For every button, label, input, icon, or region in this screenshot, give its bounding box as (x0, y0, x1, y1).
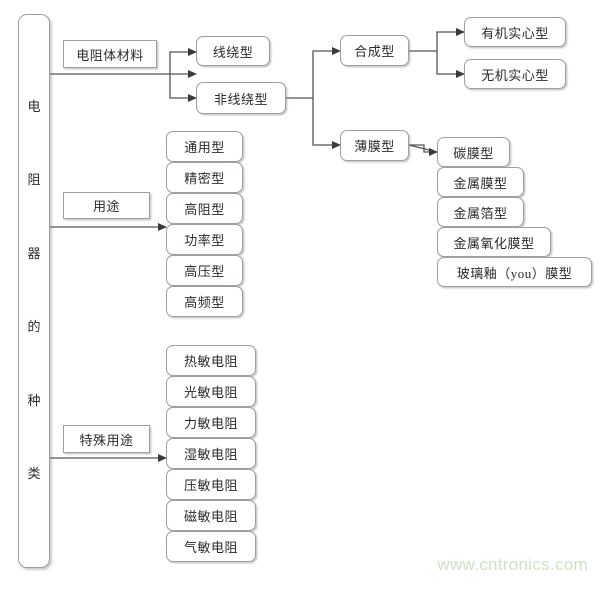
node-synthetic-label: 合成型 (354, 44, 395, 59)
node-high-voltage[interactable]: 高压型 (166, 255, 243, 286)
node-general-purpose[interactable]: 通用型 (166, 131, 243, 162)
node-glass-glaze-film[interactable]: 玻璃釉（you）膜型 (437, 257, 592, 287)
node-glass-glaze-film-label: 玻璃釉（you）膜型 (456, 265, 573, 281)
node-metal-oxide-film[interactable]: 金属氧化膜型 (437, 227, 551, 257)
node-humidity-sensitive-resistor[interactable]: 湿敏电阻 (166, 438, 256, 469)
node-non-wirewound[interactable]: 非线绕型 (196, 82, 286, 114)
node-wirewound-label: 线绕型 (212, 44, 254, 60)
node-organic-solid-label: 有机实心型 (481, 25, 549, 41)
branch-material[interactable]: 电阻体材料 (63, 40, 157, 68)
node-high-frequency-label: 高频型 (184, 295, 225, 310)
node-precision-label: 精密型 (184, 171, 225, 186)
node-film-label: 薄膜型 (354, 139, 395, 154)
node-metal-film[interactable]: 金属膜型 (437, 167, 524, 197)
node-gas-sensitive-resistor-label: 气敏电阻 (183, 540, 238, 555)
node-humidity-sensitive-resistor-label: 湿敏电阻 (183, 447, 238, 462)
watermark: www.cntronics.com (437, 555, 588, 574)
node-photoresistor[interactable]: 光敏电阻 (166, 376, 256, 407)
node-magneto-resistor[interactable]: 磁敏电阻 (166, 500, 256, 531)
node-general-purpose-label: 通用型 (184, 140, 225, 155)
node-high-voltage-label: 高压型 (184, 264, 225, 279)
node-metal-film-label: 金属膜型 (453, 175, 508, 191)
node-film[interactable]: 薄膜型 (340, 130, 409, 161)
node-magneto-resistor-label: 磁敏电阻 (183, 509, 238, 524)
branch-usage[interactable]: 用途 (63, 192, 150, 219)
branch-material-label: 电阻体材料 (76, 47, 144, 63)
node-varistor-label: 压敏电阻 (183, 478, 238, 493)
node-gas-sensitive-resistor[interactable]: 气敏电阻 (166, 531, 256, 562)
node-varistor[interactable]: 压敏电阻 (166, 469, 256, 500)
node-power-label: 功率型 (184, 233, 225, 248)
node-thermistor[interactable]: 热敏电阻 (166, 345, 256, 376)
branch-special-label: 特殊用途 (79, 432, 134, 448)
node-high-frequency[interactable]: 高频型 (166, 286, 243, 317)
node-high-resistance-label: 高阻型 (184, 202, 225, 217)
node-force-sensitive-resistor[interactable]: 力敏电阻 (166, 407, 256, 438)
node-metal-foil[interactable]: 金属箔型 (437, 197, 524, 227)
node-power[interactable]: 功率型 (166, 224, 243, 255)
node-force-sensitive-resistor-label: 力敏电阻 (183, 416, 238, 431)
branch-special[interactable]: 特殊用途 (63, 425, 150, 453)
node-photoresistor-label: 光敏电阻 (183, 385, 238, 400)
node-inorganic-solid-label: 无机实心型 (481, 67, 549, 83)
node-organic-solid[interactable]: 有机实心型 (464, 17, 566, 47)
node-non-wirewound-label: 非线绕型 (213, 91, 268, 107)
branch-usage-label: 用途 (92, 199, 120, 214)
node-precision[interactable]: 精密型 (166, 162, 243, 193)
root-container (18, 14, 50, 568)
node-wirewound[interactable]: 线绕型 (196, 36, 270, 66)
node-thermistor-label: 热敏电阻 (183, 354, 238, 369)
node-carbon-film[interactable]: 碳膜型 (437, 137, 510, 167)
node-inorganic-solid[interactable]: 无机实心型 (464, 59, 566, 89)
node-high-resistance[interactable]: 高阻型 (166, 193, 243, 224)
node-synthetic[interactable]: 合成型 (340, 35, 409, 66)
node-metal-oxide-film-label: 金属氧化膜型 (453, 235, 535, 251)
node-metal-foil-label: 金属箔型 (453, 205, 508, 221)
node-carbon-film-label: 碳膜型 (453, 145, 494, 161)
